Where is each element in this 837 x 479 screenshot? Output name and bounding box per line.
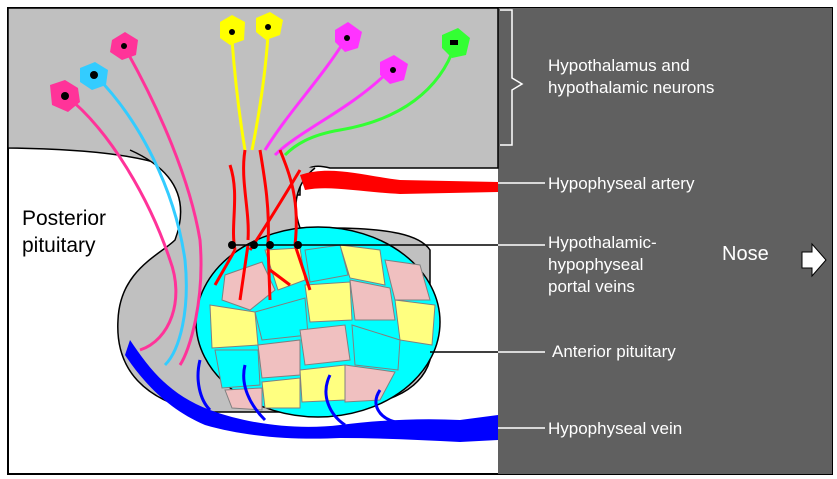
nose-label: Nose — [722, 243, 769, 265]
posterior-label: Posterior pituitary — [22, 205, 106, 259]
hypothalamus-label: Hypothalamus and hypothalamic neurons — [548, 55, 714, 99]
anterior-label: Anterior pituitary — [552, 341, 676, 363]
vein-label: Hypophyseal vein — [548, 418, 682, 440]
artery-label: Hypophyseal artery — [548, 173, 694, 195]
portal-veins-label: Hypothalamic- hypophyseal portal veins — [548, 232, 657, 298]
